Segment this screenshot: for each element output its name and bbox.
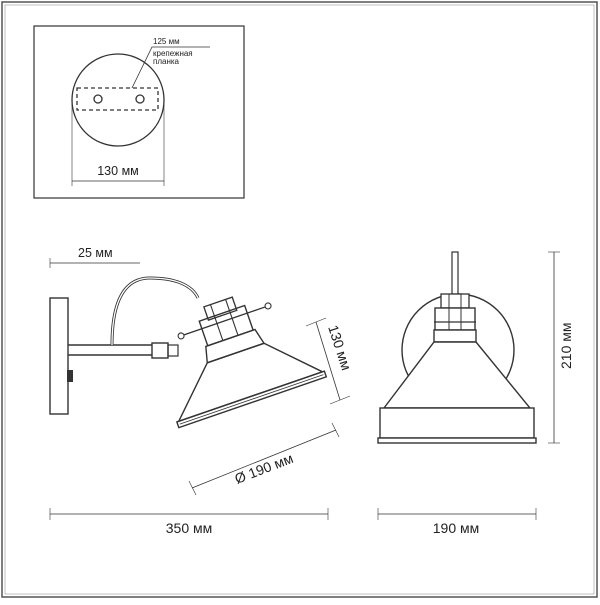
dim190-ext-right <box>331 422 340 438</box>
shade-rim-line <box>179 374 324 425</box>
arm-joint-collar <box>167 344 179 357</box>
shade-rim <box>175 370 328 429</box>
pivot-left <box>177 332 185 340</box>
power-cord-inner <box>111 277 199 346</box>
side-view: 25 мм 130 мм Ø 190 мм 350 мм <box>49 246 355 536</box>
screw-hole-left <box>93 94 103 104</box>
bracket-size-label: 125 мм <box>153 37 180 46</box>
front-width-label: 190 мм <box>433 520 480 536</box>
bracket-name-line2: планка <box>153 57 180 66</box>
bracket-name-line1: крепежная <box>153 49 193 58</box>
power-cord-front <box>451 251 459 295</box>
total-length-label: 350 мм <box>166 520 213 536</box>
lamp-shade-tilted <box>175 296 328 429</box>
mount-plate-circle <box>71 53 165 147</box>
dim190-ext-left <box>188 480 197 496</box>
bracket-leader-line <box>131 46 210 89</box>
detail-box <box>33 25 245 199</box>
socket-bar-right <box>225 299 239 336</box>
dim130-line <box>315 321 341 401</box>
dim130-ext-bottom <box>329 395 351 405</box>
shade-neck <box>205 328 266 364</box>
shade-neck-front <box>433 329 477 343</box>
mount-plate-detail: 125 мм крепежная планка 130 мм <box>33 25 245 199</box>
plate-diameter-label: 130 мм <box>97 164 139 178</box>
socket-cross-bar <box>180 305 269 337</box>
dim190-line <box>191 429 337 489</box>
switch-icon <box>67 370 73 382</box>
shade-body-front <box>379 407 535 439</box>
mounting-bracket <box>76 87 159 111</box>
shade-height-label: 130 мм <box>325 323 355 372</box>
dim130-ext-top <box>305 317 327 327</box>
socket-top-front <box>440 293 470 309</box>
shade-cone <box>177 342 325 423</box>
arm-joint <box>151 342 169 359</box>
shade-rim-front <box>377 437 537 444</box>
front-height-label: 210 мм <box>558 323 574 370</box>
socket-top <box>203 296 238 321</box>
wall-plate <box>49 297 69 415</box>
inner-border <box>4 4 595 595</box>
socket-bar-left <box>209 304 224 341</box>
arm-offset-label: 25 мм <box>78 246 113 260</box>
socket-housing-front <box>434 307 476 331</box>
shade-diameter-label: Ø 190 мм <box>232 450 295 487</box>
screw-hole-right <box>135 94 145 104</box>
pivot-right <box>264 302 272 310</box>
front-view: 210 мм 190 мм <box>377 251 574 536</box>
